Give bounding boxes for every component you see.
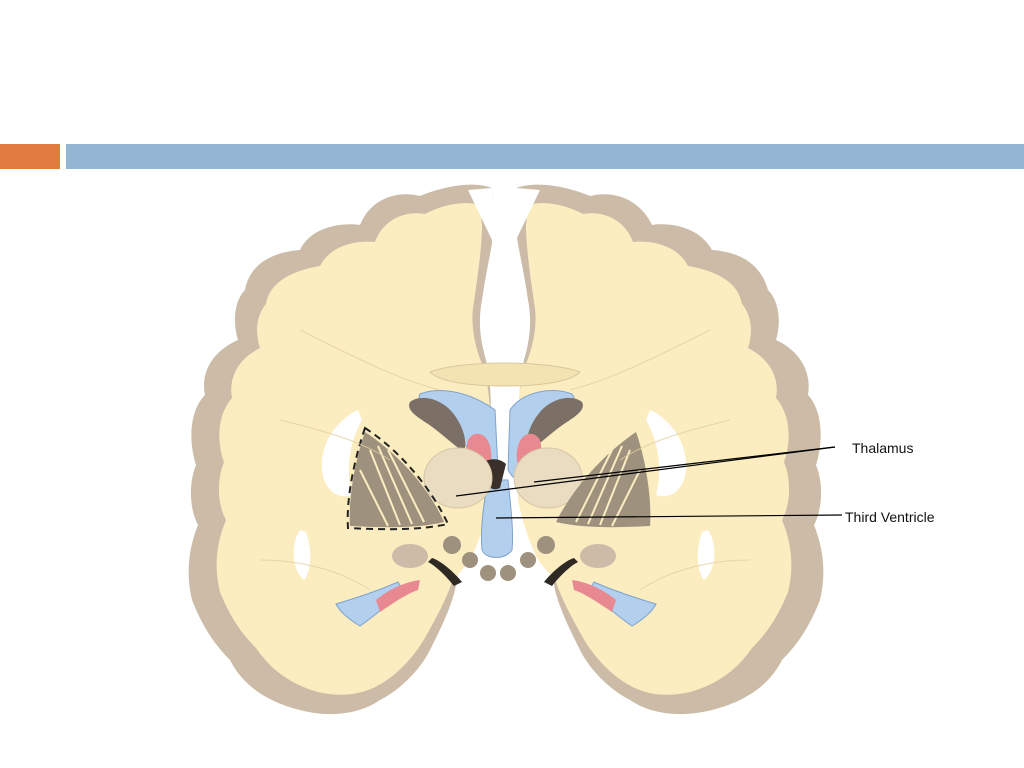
accent-bar-blue: [66, 144, 1024, 169]
left-caudate-nucleus: [409, 397, 466, 452]
third-ventricle-leader: [495, 514, 843, 519]
thalamus-leader-2: [533, 446, 836, 483]
right-thalamus: [513, 447, 583, 509]
accent-bar-orange: [0, 144, 60, 169]
left-lentiform-dashed-outline: [346, 426, 450, 531]
leader-lines: [455, 446, 843, 519]
amygdala-right: [580, 544, 616, 568]
corpus-callosum: [429, 362, 581, 387]
white-matter-fibres: [259, 329, 751, 591]
left-lentiform-stripes: [359, 445, 425, 527]
label-third-ventricle: Third Ventricle: [845, 509, 935, 525]
optic-tract-left: [428, 558, 462, 586]
right-caudate-nucleus: [526, 397, 583, 452]
third-ventricle: [480, 479, 514, 558]
left-hippocampus: [376, 580, 420, 612]
amygdala-left: [392, 544, 428, 568]
right-hippocampus: [572, 580, 616, 612]
right-white-matter: [518, 203, 792, 695]
label-thalamus: Thalamus: [852, 440, 914, 456]
left-white-matter: [216, 203, 490, 695]
optic-tract-right: [544, 558, 578, 586]
thalamus-leader-1: [455, 446, 836, 497]
sulci: [293, 188, 715, 580]
hypothalamic-nuclei: [443, 536, 555, 581]
